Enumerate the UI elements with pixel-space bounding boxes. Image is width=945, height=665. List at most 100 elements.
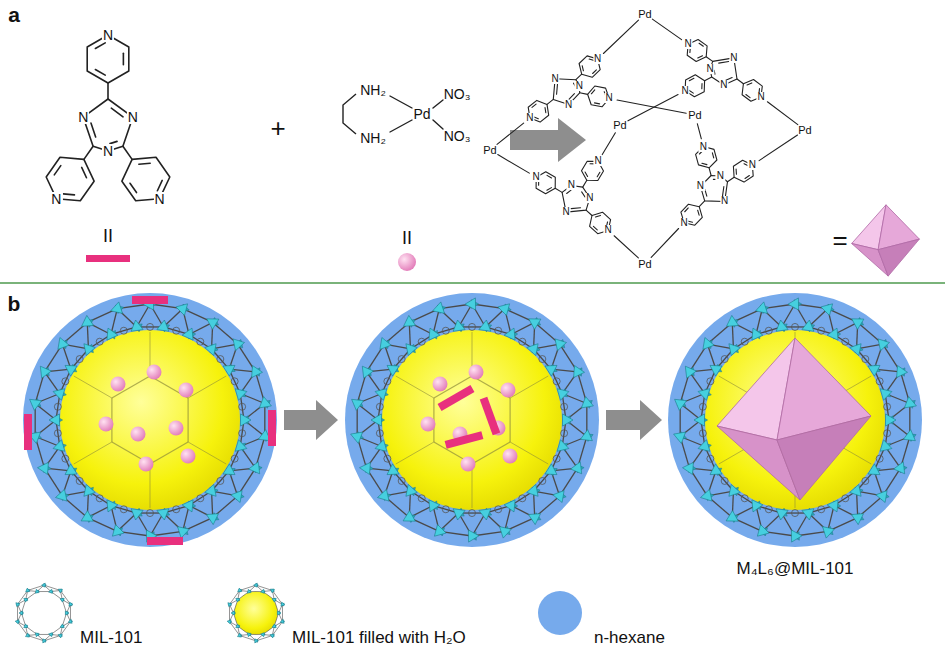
drawing-part bbox=[188, 398, 189, 442]
ligand-bar bbox=[147, 537, 183, 545]
bond-line bbox=[555, 188, 562, 192]
metal-cluster bbox=[278, 612, 281, 615]
atom-label: N bbox=[127, 110, 139, 124]
metal-cluster bbox=[270, 634, 274, 638]
bond-line bbox=[571, 207, 580, 209]
metal-cluster bbox=[81, 511, 93, 522]
metal-cluster bbox=[404, 315, 416, 326]
water-filled-cage bbox=[705, 330, 885, 510]
metal-cluster bbox=[904, 397, 916, 408]
bond-line bbox=[390, 96, 412, 108]
bond-line bbox=[567, 190, 571, 193]
mil-101-filled bbox=[227, 583, 285, 643]
metal-cluster bbox=[235, 440, 247, 452]
ligand-symbol bbox=[86, 255, 130, 262]
water-filled-cage bbox=[60, 330, 240, 510]
metal-cluster bbox=[868, 365, 880, 376]
metal-cluster bbox=[683, 462, 694, 474]
metal-cluster bbox=[248, 590, 251, 593]
group-label: NH₂ bbox=[360, 83, 386, 97]
bond-line bbox=[699, 43, 703, 46]
drawing-part bbox=[62, 378, 69, 385]
drawing-part bbox=[231, 455, 238, 462]
drawing-part bbox=[384, 378, 391, 385]
drawing-part bbox=[842, 495, 849, 502]
metal-cluster bbox=[228, 603, 232, 607]
drawing-part bbox=[96, 338, 103, 345]
metal-cluster bbox=[49, 633, 53, 637]
metal-cluster bbox=[429, 500, 440, 512]
metal-label: Pd bbox=[638, 259, 651, 270]
metal-sphere bbox=[111, 377, 126, 392]
metal-cluster bbox=[65, 365, 77, 376]
metal-cluster bbox=[249, 462, 260, 474]
process-arrow bbox=[606, 400, 662, 440]
legend-text: n-hexane bbox=[594, 629, 665, 646]
metal-cluster bbox=[694, 414, 705, 426]
metal-cluster bbox=[479, 320, 491, 331]
metal-cluster bbox=[685, 366, 696, 378]
metal-cluster bbox=[375, 440, 387, 452]
metal-sphere bbox=[461, 457, 476, 472]
bond-line bbox=[594, 102, 599, 104]
metal-cluster bbox=[850, 344, 861, 356]
metal-sphere bbox=[139, 457, 154, 472]
drawing-part bbox=[76, 477, 83, 484]
drawing-part bbox=[217, 477, 224, 484]
mil-101-filled bbox=[351, 298, 594, 542]
metal-cluster bbox=[729, 344, 740, 356]
metal-cluster bbox=[178, 527, 190, 539]
metal-cluster bbox=[42, 583, 46, 587]
metal-cluster bbox=[43, 639, 46, 642]
group-label: NH₂ bbox=[360, 131, 386, 145]
bond-line bbox=[123, 146, 132, 159]
metal-cluster bbox=[111, 302, 123, 314]
metal-cluster bbox=[574, 366, 585, 378]
bond-line bbox=[591, 90, 594, 94]
drawing-part bbox=[765, 506, 772, 513]
bond-line bbox=[723, 186, 724, 195]
metal-cluster bbox=[58, 589, 62, 593]
drawing-part bbox=[561, 430, 568, 437]
metal-cluster bbox=[362, 366, 373, 378]
drawing-part bbox=[442, 506, 449, 513]
metal-cluster bbox=[852, 319, 864, 330]
ligand-bar bbox=[132, 296, 168, 304]
metal-cluster bbox=[49, 589, 53, 593]
metal-cluster bbox=[504, 328, 515, 340]
drawing-part bbox=[510, 376, 548, 398]
drawing-part bbox=[707, 455, 714, 462]
drawing-part bbox=[74, 376, 112, 398]
bond-line bbox=[767, 102, 797, 125]
metal-cluster bbox=[527, 344, 538, 356]
ethylene-bridge bbox=[343, 94, 356, 134]
drawing-part bbox=[28, 585, 44, 590]
metal-sphere bbox=[501, 383, 516, 398]
drawing-part bbox=[120, 327, 127, 334]
metal-cluster bbox=[555, 339, 567, 351]
metal-cluster bbox=[247, 589, 251, 593]
metal-sphere bbox=[433, 377, 448, 392]
ligand-bar bbox=[480, 397, 501, 435]
drawing-part bbox=[256, 636, 272, 641]
metal-cluster bbox=[352, 399, 364, 410]
atom-label: N bbox=[102, 28, 114, 42]
metal-cluster bbox=[131, 509, 143, 520]
metal-cluster bbox=[248, 633, 251, 636]
drawing-part bbox=[418, 338, 425, 345]
bond-line bbox=[547, 175, 551, 178]
bond-line bbox=[433, 120, 443, 129]
bond-line bbox=[706, 57, 713, 62]
metal-cluster bbox=[233, 339, 245, 351]
metal-cluster bbox=[65, 464, 77, 475]
drawing-part bbox=[699, 430, 706, 437]
metal-cluster bbox=[675, 399, 687, 410]
metal-cluster bbox=[894, 462, 905, 474]
drawing-part bbox=[818, 506, 825, 513]
bond-line bbox=[95, 69, 105, 75]
bond-line bbox=[593, 70, 597, 74]
metal-cluster bbox=[878, 339, 890, 351]
metal-cluster bbox=[68, 619, 72, 623]
hexane-sphere bbox=[345, 293, 599, 547]
